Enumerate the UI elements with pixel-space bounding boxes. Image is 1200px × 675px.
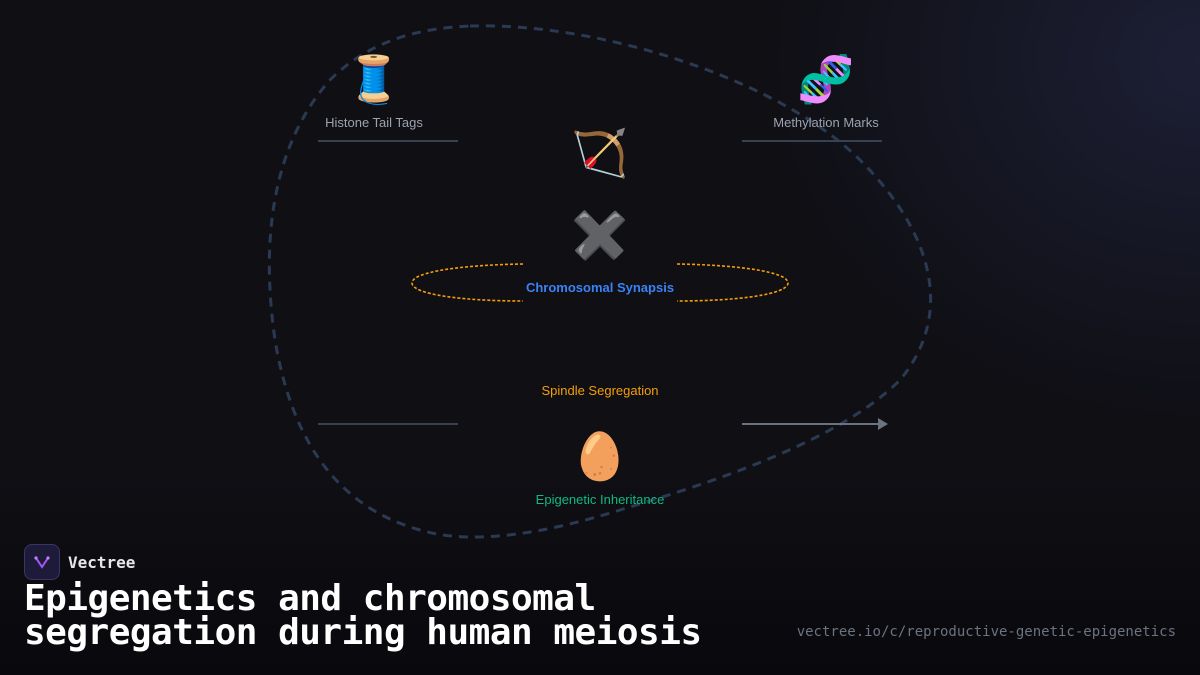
arrowhead-icon <box>878 418 888 430</box>
source-url[interactable]: vectree.io/c/reproductive-genetic-epigen… <box>796 624 1176 640</box>
vectree-logo-icon <box>24 544 60 580</box>
spindle-segregation-label: Spindle Segregation <box>541 383 659 398</box>
histone-tail-tags-label: Histone Tail Tags <box>325 115 423 130</box>
cross-mark-icon: ✖️ <box>571 208 629 262</box>
spool-of-thread-icon: 🧵 <box>345 52 403 106</box>
methylation-marks-label: Methylation Marks <box>773 115 879 130</box>
synapsis-ring-right <box>676 263 789 302</box>
brand-name: Vectree <box>68 552 136 572</box>
chromosomal-synapsis-label: Chromosomal Synapsis <box>525 280 675 295</box>
synapsis-ring-left <box>411 263 524 302</box>
egg-icon: 🥚 <box>571 429 629 483</box>
cell-outline <box>267 24 933 539</box>
bow-and-arrow-icon: 🏹 <box>571 126 629 180</box>
epigenetic-inheritance-label: Epigenetic Inheritance <box>535 492 665 507</box>
dna-icon: 🧬 <box>797 52 855 106</box>
page-title: Epigenetics and chromosomal segregation … <box>24 578 702 653</box>
brand: Vectree <box>24 544 135 580</box>
